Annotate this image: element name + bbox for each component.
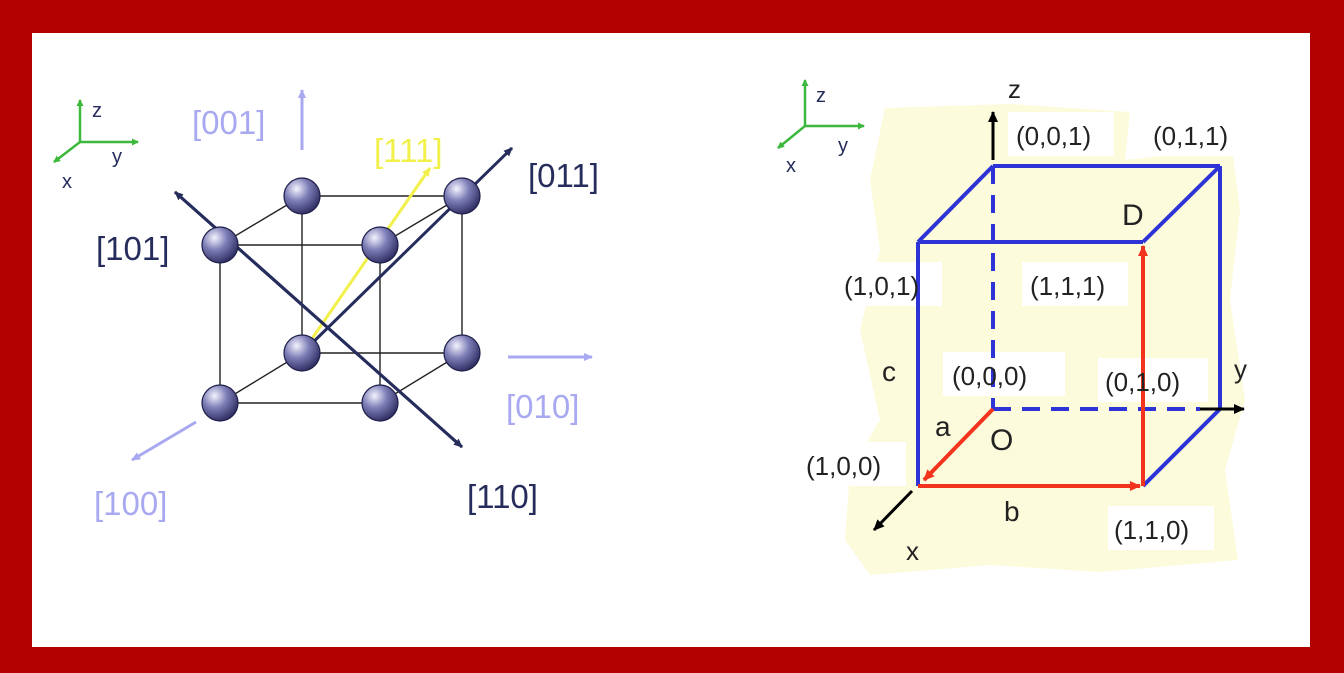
- right-axis-triad: z y x: [777, 79, 865, 177]
- vertex-110-label: (1,1,0): [1114, 515, 1189, 545]
- label-101: [101]: [96, 230, 169, 267]
- y-axis-label: y: [1234, 354, 1247, 384]
- triad-x-label: x: [62, 171, 72, 193]
- triad-x-arrow: [777, 125, 806, 149]
- triad-z-label: z: [92, 100, 102, 122]
- right-diagram: z y x z y x (0,0,1) (0,1,1): [777, 74, 1251, 575]
- z-axis-label: z: [1008, 74, 1021, 104]
- vertex-111-label: (1,1,1): [1030, 271, 1105, 301]
- label-100: [100]: [94, 485, 167, 522]
- triad-y-label: y: [112, 146, 122, 168]
- point-d-label: D: [1122, 199, 1144, 232]
- triad-x-arrow: [53, 141, 81, 163]
- edge-c-label: c: [882, 356, 896, 387]
- diagram-backdrop: [845, 104, 1245, 575]
- vertex-000-label: (0,0,0): [952, 361, 1027, 391]
- triad-x-label: x: [786, 155, 796, 177]
- left-axis-triad: z y x: [53, 99, 139, 193]
- label-boxes: [800, 112, 1251, 550]
- label-001: [001]: [192, 104, 265, 141]
- label-110: [110]: [467, 478, 538, 515]
- label-010: [010]: [506, 388, 579, 425]
- atom: [283, 334, 321, 372]
- triad-y-label: y: [838, 135, 848, 157]
- atoms: [201, 177, 481, 422]
- atom: [283, 177, 321, 215]
- label-111: [111]: [374, 132, 443, 169]
- x-axis-arrow: [872, 489, 914, 532]
- label-011: [011]: [528, 157, 599, 194]
- vertex-001-label: (0,0,1): [1016, 121, 1091, 151]
- atom: [361, 226, 399, 264]
- edge-b-label: b: [1004, 496, 1020, 527]
- direction-011-arrow: [300, 146, 514, 355]
- point-o-label: O: [990, 424, 1013, 457]
- atom: [361, 384, 399, 422]
- atom: [201, 384, 239, 422]
- vertex-010-label: (0,1,0): [1105, 367, 1180, 397]
- direction-100-arrow: [131, 420, 197, 462]
- atom: [443, 334, 481, 372]
- triad-z-label: z: [816, 85, 826, 107]
- vertex-101-label: (1,0,1): [844, 271, 919, 301]
- atom: [201, 226, 239, 264]
- vertex-100-label: (1,0,0): [806, 451, 881, 481]
- edge-a-label: a: [935, 411, 951, 442]
- left-diagram: z y x: [53, 89, 599, 522]
- x-axis-label: x: [906, 536, 919, 566]
- vector-a: [922, 407, 995, 482]
- atom: [443, 177, 481, 215]
- vertex-011-label: (0,1,1): [1153, 121, 1228, 151]
- cube-edges: [916, 164, 1222, 488]
